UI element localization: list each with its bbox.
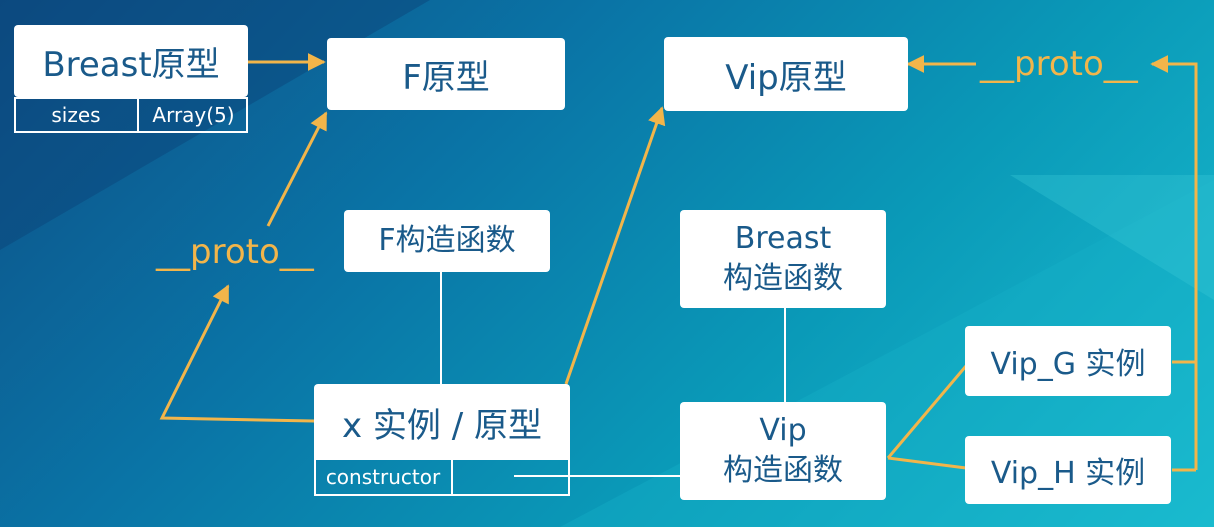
proto-label-right: __proto__ [980, 44, 1138, 84]
vip-constructor-node: Vip 构造函数 [680, 402, 886, 500]
vip-constructor-line2: 构造函数 [723, 453, 843, 488]
x-instance-props-table [314, 458, 570, 496]
x-prop-key: constructor [325, 465, 441, 489]
arrow-instances-to-proto [1150, 55, 1198, 364]
f-prototype-node: F原型 [327, 38, 565, 110]
f-prototype-title: F原型 [402, 57, 490, 98]
breast-constructor-node: Breast 构造函数 [680, 210, 886, 308]
vip-constructor-line1: Vip [759, 413, 807, 448]
x-instance-node: x 实例 / 原型 [314, 384, 570, 460]
x-prop-value [453, 458, 570, 496]
x-table-separator [451, 458, 453, 496]
breast-prototype-props-table [14, 97, 248, 133]
breast-prototype-title: Breast原型 [42, 44, 220, 85]
vip-h-instance-node: Vip_H 实例 [965, 436, 1171, 504]
line-vipctor-to-h [887, 456, 967, 470]
arrow-proto-to-f [266, 111, 328, 227]
arrow-x-to-proto-label [159, 284, 315, 423]
vip-h-instance-title: Vip_H 实例 [990, 456, 1146, 491]
vip-prototype-title: Vip原型 [725, 57, 847, 98]
breast-table-separator [137, 97, 139, 133]
proto-label-left: __proto__ [156, 232, 314, 272]
f-constructor-title: F构造函数 [378, 223, 516, 258]
breast-constructor-line2: 构造函数 [723, 261, 843, 296]
x-instance-title: x 实例 / 原型 [342, 405, 542, 446]
breast-prototype-node: Breast原型 [14, 25, 248, 97]
f-constructor-node: F构造函数 [344, 210, 550, 272]
vip-prototype-node: Vip原型 [664, 37, 908, 111]
breast-prop-key: sizes [51, 103, 101, 127]
vip-g-instance-title: Vip_G 实例 [990, 347, 1146, 382]
arrow-x-to-vip [564, 106, 666, 385]
line-vipctor-to-g [886, 365, 968, 459]
breast-prop-value: Array(5) [152, 103, 235, 127]
vip-g-instance-node: Vip_G 实例 [965, 326, 1171, 396]
breast-constructor-line1: Breast [734, 221, 832, 256]
